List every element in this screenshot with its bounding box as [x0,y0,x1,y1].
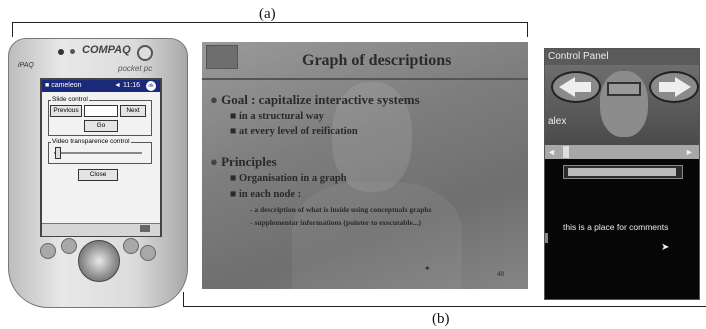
previous-button[interactable]: Previous [50,105,82,117]
subsub-bullet-0: - a description of what is inside using … [250,205,432,214]
scroll-left-icon[interactable]: ◄ [547,147,556,157]
slide-page-number: 48 [497,270,504,278]
bullet-dot-icon: ● [210,92,222,107]
comments-area[interactable]: this is a place for comments [563,222,669,232]
bullet-1: ● Principles [210,154,277,170]
previous-slide-button[interactable] [551,71,601,103]
bullet-0-text: Goal : capitalize interactive systems [221,92,420,107]
square-bullet-icon: ■ [230,126,239,137]
pda-ipaq-logo: iPAQ [18,62,34,69]
user-name: alex [548,116,567,127]
transparence-slider-track[interactable] [54,152,142,154]
slide-number-box[interactable] [607,82,641,96]
title-divider [202,78,528,80]
comment-scroll-marker [545,233,548,243]
pda-brand: COMPAQ [82,44,131,56]
scroll-right-icon[interactable]: ► [685,147,694,157]
power-button[interactable] [137,45,153,61]
slide-control-label: Slide control [51,96,89,103]
inbox-button[interactable] [123,238,139,254]
subsub-bullet-1: - supplementar informations (pointer to … [250,218,421,227]
subsub-bullet-0-text: a description of what is inside using co… [254,205,432,214]
video-face-overlay [332,82,412,192]
bullet-1-text: Principles [221,154,277,169]
slide-logo [206,45,238,69]
next-slide-button[interactable] [649,71,699,103]
pda-screen: ■ cameleon ◄ 11:16 ok Slide control Prev… [40,78,162,237]
sub-bullet-1-1-text: in each node : [238,189,302,200]
square-bullet-icon: ■ [230,189,239,200]
progress-bar [563,165,683,179]
video-body-overlay [292,182,462,289]
windows-icon: ■ [45,82,50,89]
video-face [600,71,648,137]
slide-title: Graph of descriptions [302,52,452,69]
led-icon [70,49,75,54]
control-panel-title: Control Panel [545,49,699,65]
sub-bullet-1-0-text: Organisation in a graph [238,173,347,184]
pda-taskbar [42,223,160,236]
square-bullet-icon: ■ [230,173,239,184]
bullet-0: ● Goal : capitalize interactive systems [210,92,420,108]
tasks-button[interactable] [140,245,156,261]
close-button[interactable]: Close [78,169,118,181]
sub-bullet-0-0: ■ in a structural way [230,111,324,122]
next-button[interactable]: Next [120,105,146,117]
navigation-pad[interactable] [78,240,120,282]
pda-model: pocket pc [118,64,153,73]
ok-button[interactable]: ok [146,81,156,91]
go-button[interactable]: Go [84,120,118,132]
speaker-icon: ◄ [114,82,121,89]
progress-fill [568,168,676,176]
camera-icon [58,49,64,55]
pda-titlebar: ■ cameleon ◄ 11:16 ok [42,80,160,92]
slide-control-group [48,100,152,136]
bullet-dot-icon: ● [210,154,222,169]
sub-bullet-0-1: ■ at every level of reification [230,126,358,137]
caption-a: (a) [259,6,276,22]
sub-bullet-1-1: ■ in each node : [230,189,301,200]
pda-clock: 11:16 [123,82,140,89]
pda-app-title: cameleon [51,82,82,89]
square-bullet-icon: ■ [230,111,239,122]
bracket-b [183,292,706,307]
keyboard-icon[interactable] [140,225,150,232]
subsub-bullet-1-text: supplementar informations (pointer to ex… [254,218,421,227]
scroll-thumb[interactable] [563,146,569,158]
cursor-icon: ✦ [424,264,431,273]
right-arrow-shaft [659,82,677,92]
contacts-button[interactable] [61,238,77,254]
bracket-a [12,22,528,37]
right-arrow-icon [675,77,691,97]
video-transparence-label: Video transparence control [51,138,131,145]
caption-b: (b) [432,311,450,327]
slide-number-input[interactable] [84,105,118,117]
sub-bullet-1-0: ■ Organisation in a graph [230,173,347,184]
mouse-pointer-icon: ➤ [661,242,670,253]
slide-with-video-overlay: Graph of descriptions ● Goal : capitaliz… [202,42,528,289]
left-arrow-shaft [573,82,591,92]
sub-bullet-0-0-text: in a structural way [238,111,324,122]
transparency-scrollbar[interactable] [545,145,699,159]
control-panel-window: Control Panel alex ◄ ► this is a place f… [544,48,700,300]
transparence-slider-thumb[interactable] [55,147,61,159]
left-arrow-icon [559,77,575,97]
sub-bullet-0-1-text: at every level of reification [238,126,358,137]
calendar-button[interactable] [40,243,56,259]
